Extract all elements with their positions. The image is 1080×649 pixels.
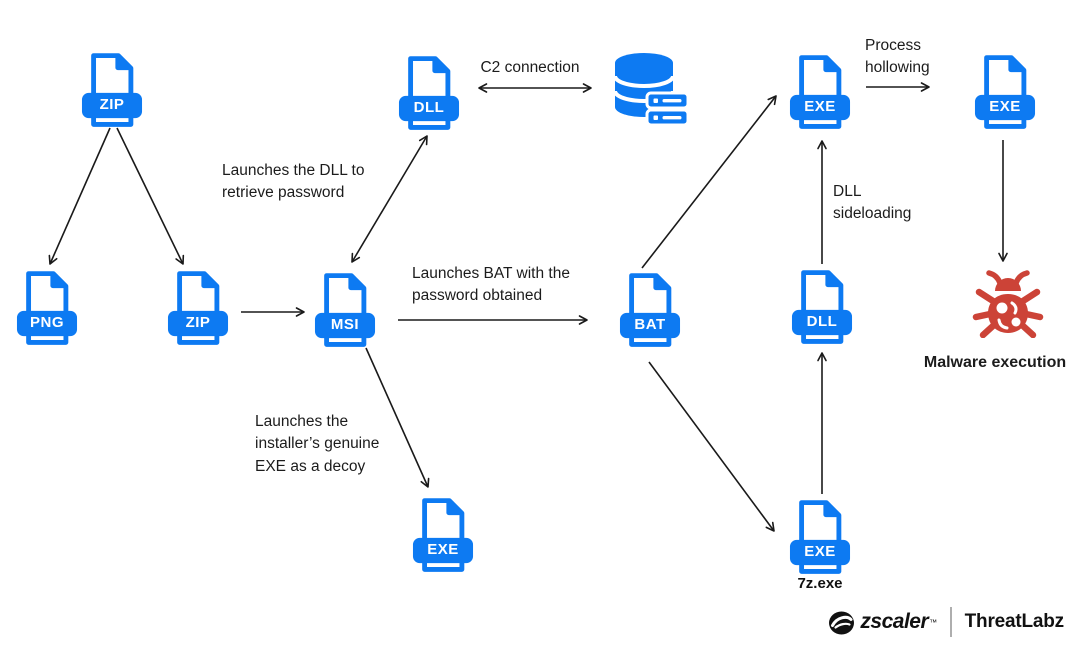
bug-icon	[972, 270, 1044, 339]
note-launches-dll: Launches the DLL to retrieve password	[222, 162, 365, 202]
file-icon-dll-sideloaded: DLL	[791, 268, 853, 346]
note-c2-connection: C2 connection	[480, 59, 580, 76]
caption-7z-exe: 7z.exe	[797, 575, 843, 592]
file-icon-exe-sideload-host: EXE	[789, 53, 851, 131]
file-type-label: BAT	[634, 316, 666, 333]
file-type-label: MSI	[330, 316, 360, 333]
brand-footer: zscaler ™ ThreatLabz	[828, 607, 1064, 637]
note-launches-bat: Launches BAT with the password obtained	[412, 265, 570, 305]
file-type-label: DLL	[806, 313, 838, 330]
document-icon	[398, 56, 460, 130]
document-icon	[974, 55, 1036, 129]
document-icon	[789, 500, 851, 574]
file-icon-msi-installer: MSI	[314, 271, 376, 349]
file-icon-exe-hollowed: EXE	[974, 53, 1036, 131]
logo-divider	[950, 607, 952, 637]
document-icon	[412, 498, 474, 572]
database-server-icon	[610, 50, 690, 128]
zscaler-logo-icon	[829, 611, 855, 634]
file-type-label: EXE	[804, 543, 836, 560]
arrow-bat-to-7z	[648, 361, 775, 532]
file-icon-zip-source: ZIP	[81, 51, 143, 129]
file-type-label: EXE	[804, 98, 836, 115]
file-type-label: ZIP	[99, 96, 125, 113]
document-icon	[789, 55, 851, 129]
zscaler-wordmark: zscaler	[860, 610, 929, 633]
file-icon-bat-script: BAT	[619, 271, 681, 349]
arrow-zip-to-png	[48, 127, 111, 265]
threatlabz-wordmark: ThreatLabz	[964, 611, 1065, 632]
trademark-symbol: ™	[929, 617, 938, 627]
file-icon-exe-decoy: EXE	[412, 496, 474, 574]
file-type-label: ZIP	[185, 314, 211, 331]
file-icon-zip-nested: ZIP	[167, 269, 229, 347]
note-malware-execution: Malware execution	[923, 354, 1067, 371]
file-type-label: PNG	[29, 314, 64, 331]
note-launches-decoy: Launches the installer’s genuine EXE as …	[255, 413, 380, 475]
file-type-label: EXE	[989, 98, 1021, 115]
document-icon	[314, 273, 376, 347]
note-dll-sideloading: DLL sideloading	[833, 183, 912, 223]
arrow-zip-to-zip	[116, 127, 185, 265]
document-icon	[16, 271, 78, 345]
document-icon	[619, 273, 681, 347]
document-icon	[791, 270, 853, 344]
note-process-hollowing: Process hollowing	[865, 37, 930, 77]
file-icon-dll-c2: DLL	[398, 54, 460, 132]
file-type-label: DLL	[413, 99, 445, 116]
file-icon-exe-7z: EXE	[789, 498, 851, 576]
document-icon	[167, 271, 229, 345]
file-type-label: EXE	[427, 541, 459, 558]
file-icon-png-decoy: PNG	[16, 269, 78, 347]
document-icon	[81, 53, 143, 127]
